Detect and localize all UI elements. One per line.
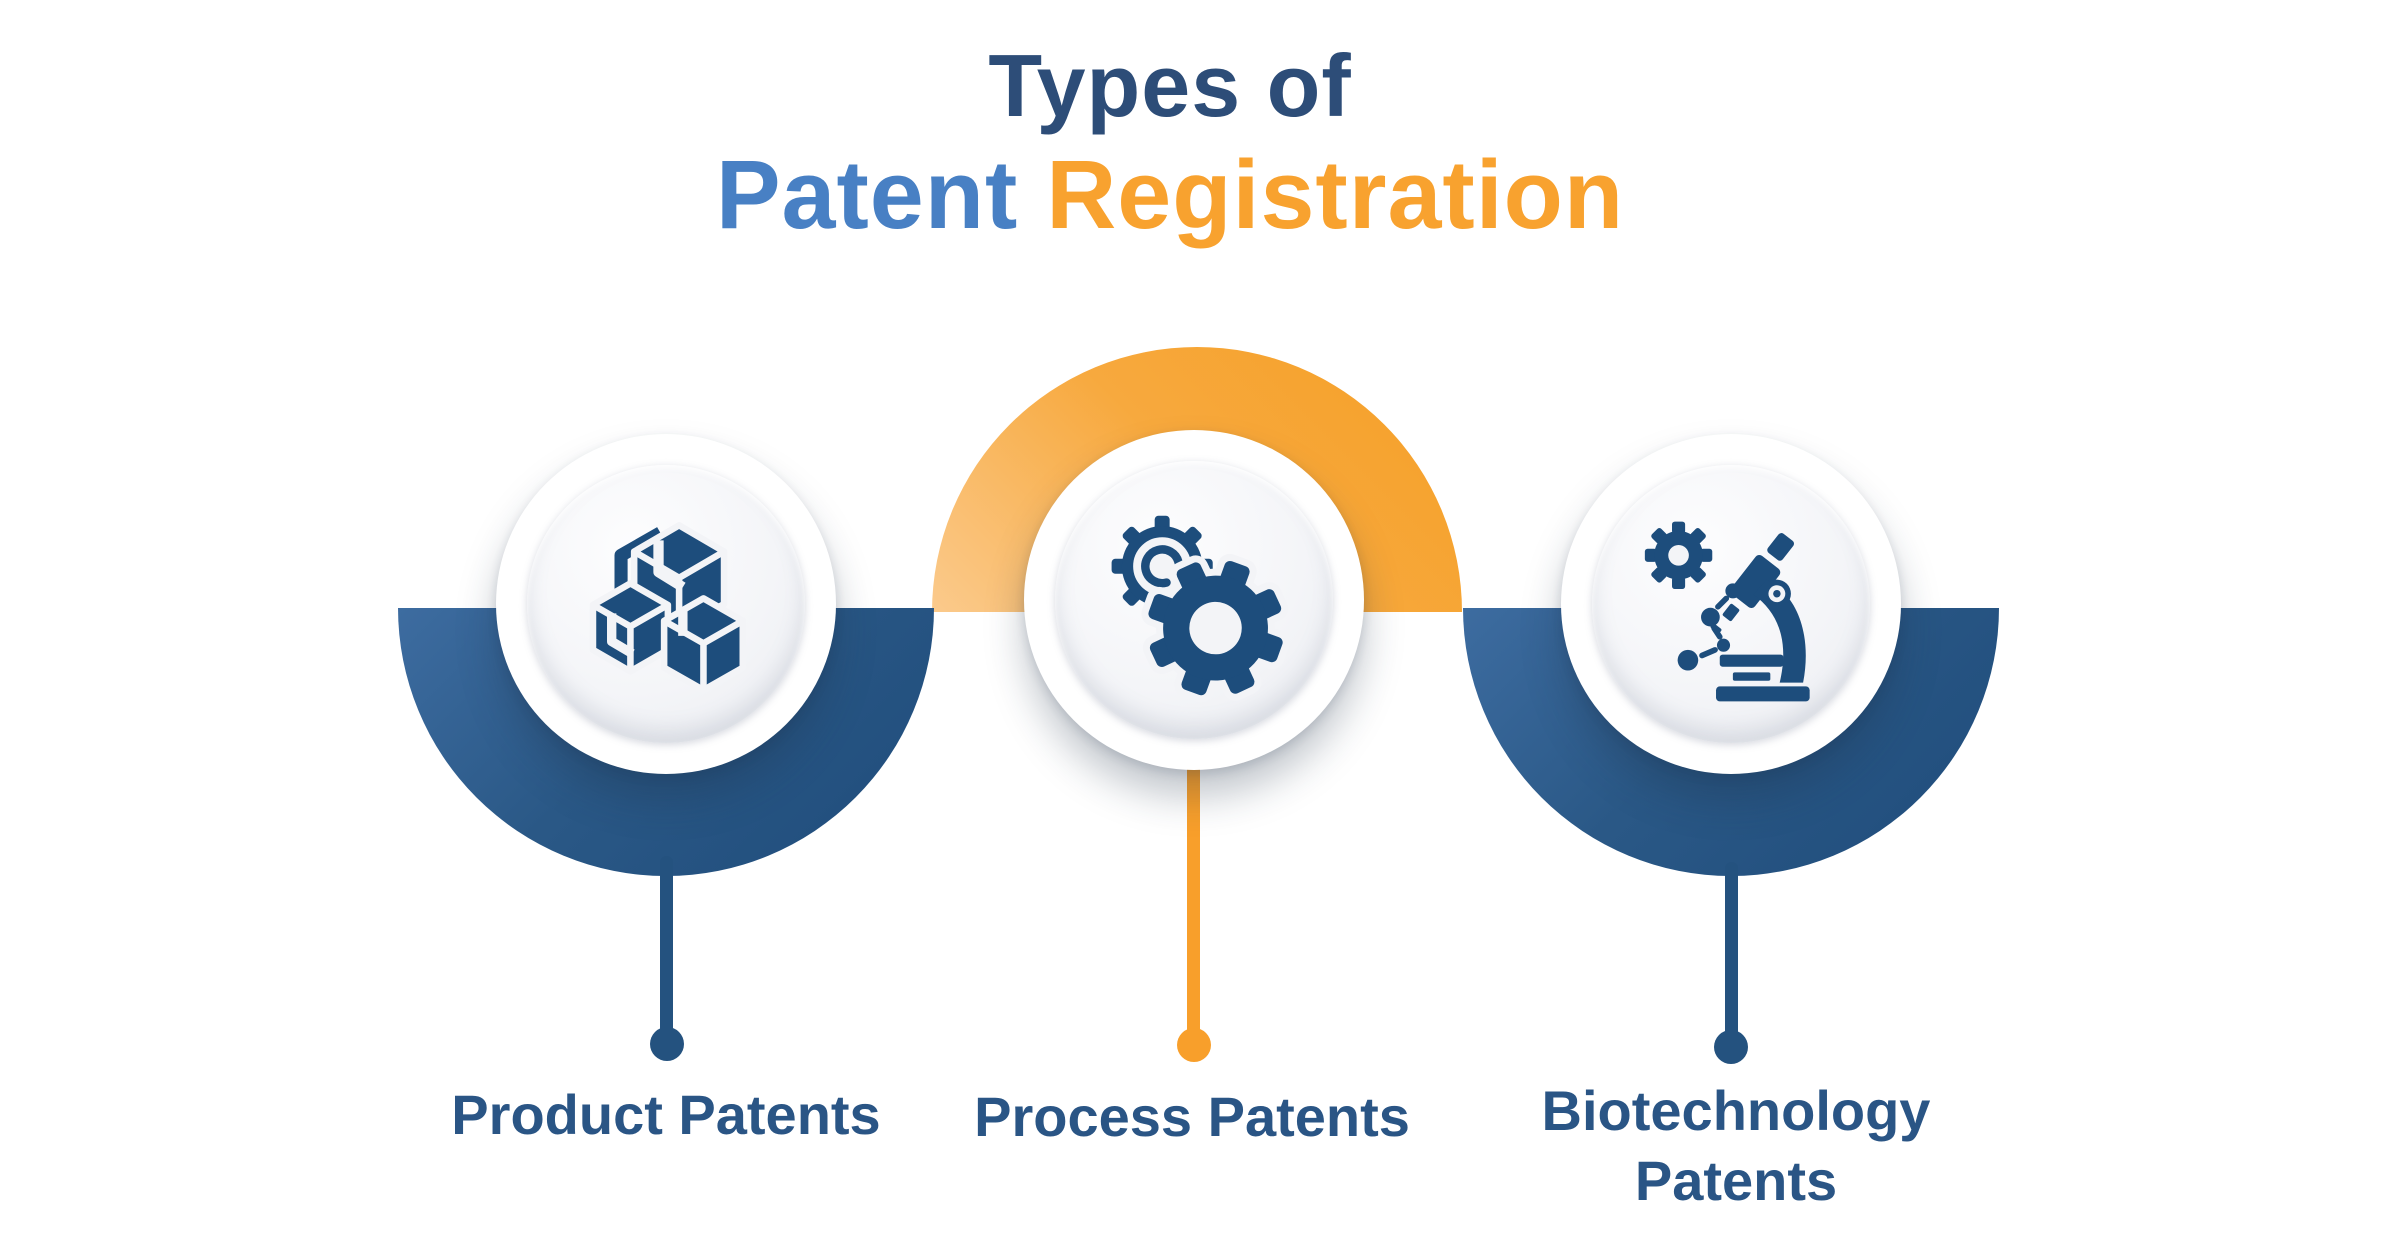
product-icon-badge [496, 434, 836, 774]
product-connector-dot [650, 1027, 684, 1061]
title-line-1: Types of [988, 36, 1352, 135]
label-biotechnology-patents: Biotechnology Patents [1541, 1079, 1931, 1212]
label-product-patents: Product Patents [451, 1083, 881, 1146]
biotech-connector-line [1725, 862, 1738, 1046]
gears-icon [1111, 515, 1290, 703]
title-word-patent: Patent [715, 140, 1019, 249]
cubes-icon [589, 522, 747, 694]
process-connector-dot [1177, 1028, 1211, 1062]
biotech-connector-dot [1714, 1030, 1748, 1064]
product-connector-line [660, 856, 673, 1042]
biotech-icon-disc [1592, 465, 1870, 743]
title-line-2: Patent Registration [0, 138, 2340, 252]
process-icon-disc [1055, 461, 1333, 739]
product-icon-disc [527, 465, 805, 743]
microscope-icon [1644, 521, 1810, 702]
process-icon-badge [1024, 430, 1364, 770]
process-connector-line [1187, 752, 1200, 1044]
label-process-patents: Process Patents [974, 1085, 1410, 1148]
title-word-registration: Registration [1046, 140, 1625, 249]
biotech-icon-badge [1561, 434, 1901, 774]
page-title: Types of Patent Registration [0, 34, 2340, 252]
